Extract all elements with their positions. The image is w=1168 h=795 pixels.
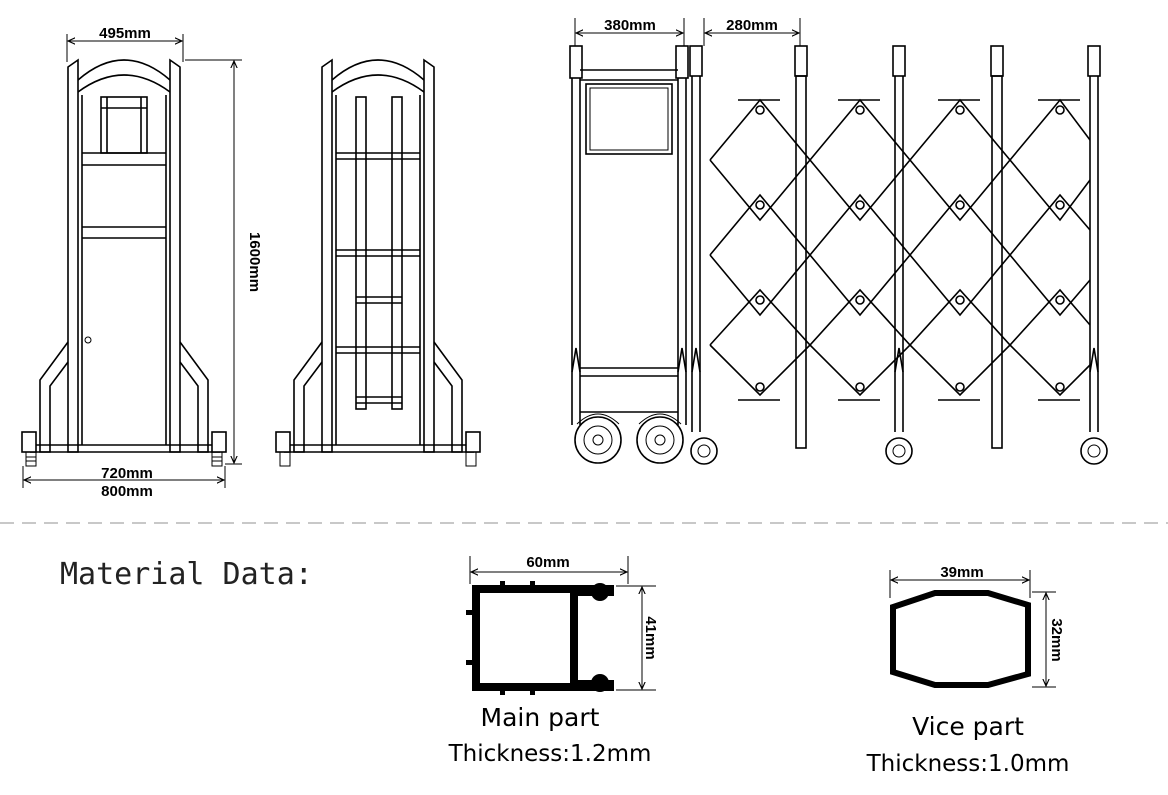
post bbox=[885, 45, 913, 465]
dim-inner-width: 720mm bbox=[101, 465, 153, 482]
main-part-title: Main part bbox=[481, 703, 600, 732]
caster-icon bbox=[690, 437, 718, 465]
scissor-lattice bbox=[709, 98, 1091, 401]
dim-section-spacing: 280mm bbox=[726, 17, 778, 34]
dim-top-width: 495mm bbox=[99, 25, 151, 42]
wheel-icon bbox=[636, 413, 684, 464]
back-view bbox=[275, 58, 481, 467]
front-view: 495mm bbox=[21, 25, 263, 500]
dim-vice-height: 32mm bbox=[1048, 618, 1065, 661]
main-part-profile: 60mm 41mm Main part Thickness:1.2mm bbox=[448, 554, 659, 767]
dim-main-width: 60mm bbox=[526, 554, 569, 571]
vice-part-thickness: Thickness:1.0mm bbox=[866, 751, 1070, 777]
side-view: 380mm 280mm bbox=[569, 17, 1108, 465]
main-part-thickness: Thickness:1.2mm bbox=[448, 741, 652, 767]
dim-main-height: 41mm bbox=[642, 616, 659, 659]
vice-part-title: Vice part bbox=[912, 712, 1024, 741]
post bbox=[794, 45, 808, 449]
dim-height: 1600mm bbox=[246, 232, 263, 292]
dim-cabinet-width: 380mm bbox=[604, 17, 656, 34]
dim-outer-width: 800mm bbox=[101, 483, 153, 500]
post bbox=[1080, 45, 1108, 465]
dim-vice-width: 39mm bbox=[940, 564, 983, 581]
vice-part-profile: 39mm 32mm Vice part Thickness:1.0mm bbox=[866, 564, 1070, 777]
material-heading: Material Data: bbox=[60, 557, 313, 592]
post bbox=[990, 45, 1004, 449]
wheel-icon bbox=[574, 413, 622, 464]
